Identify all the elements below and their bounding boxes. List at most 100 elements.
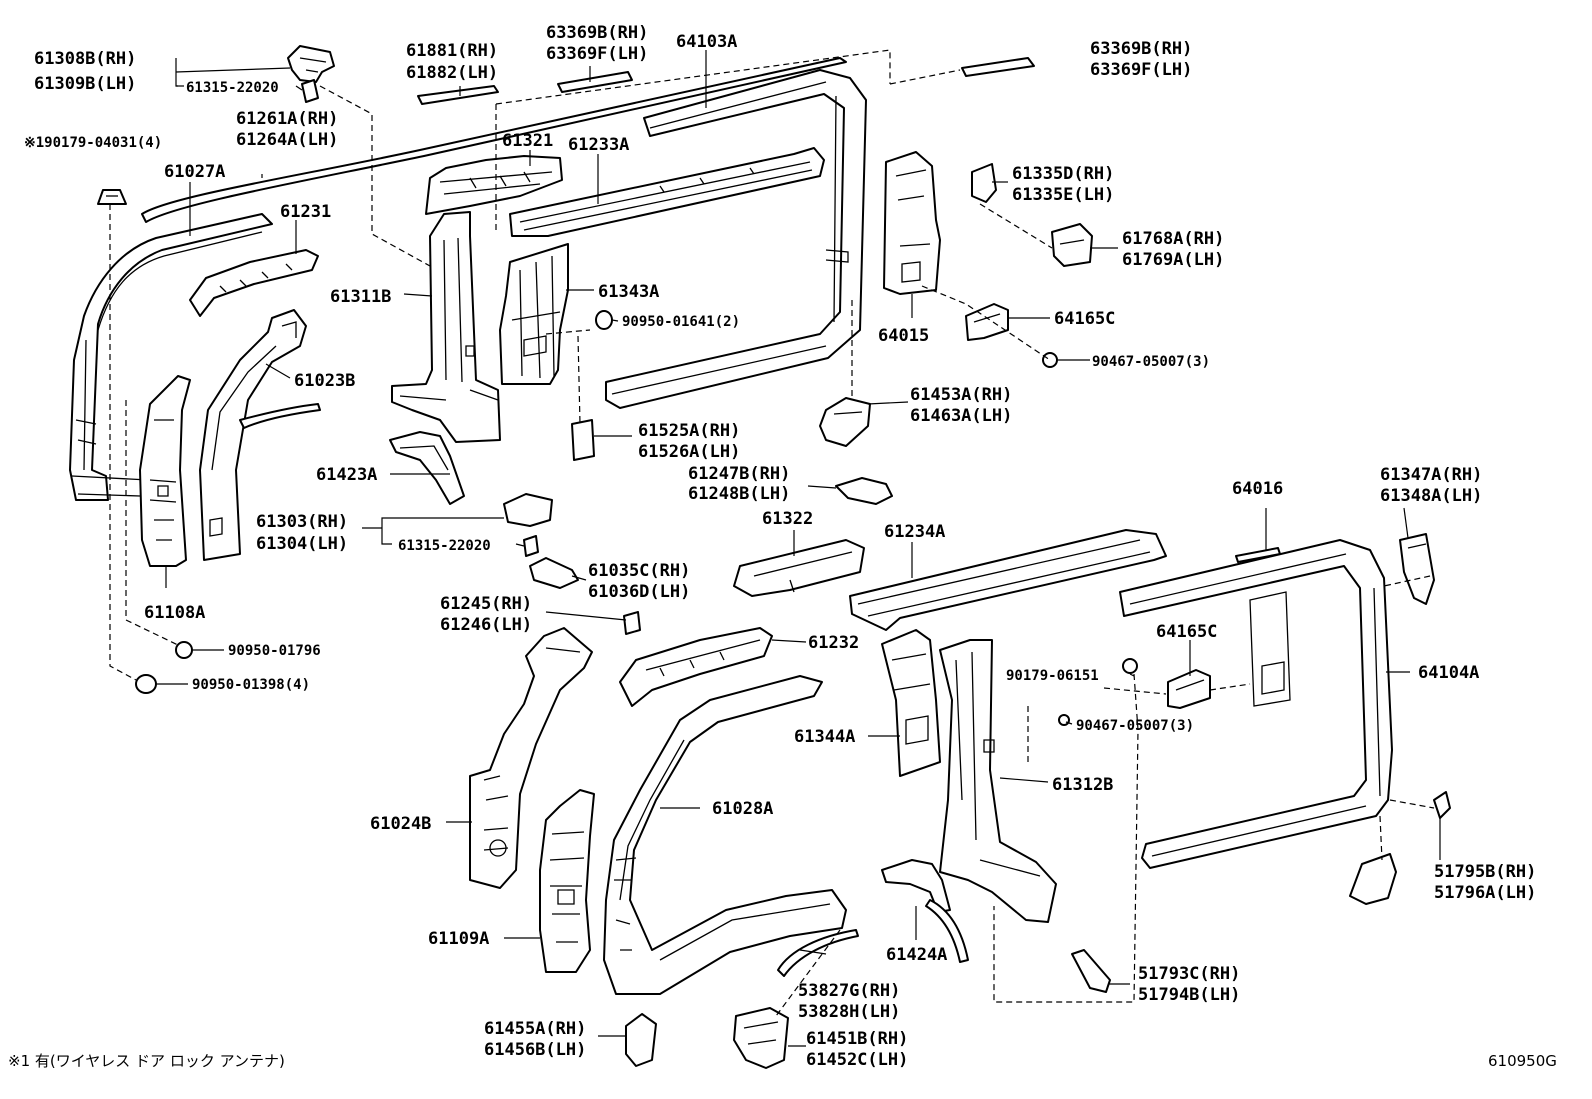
part-61261A-roof-strip (141, 57, 847, 223)
label-61233A: 61233A (568, 135, 629, 155)
label-61304-lh: 61304(LH) (256, 534, 348, 554)
part-61023B-front-pillar-inner (199, 309, 307, 561)
label-61312B: 61312B (1052, 775, 1113, 795)
label-61315-22020-2: 61315-22020 (398, 538, 491, 554)
part-53827G-arch-strip (777, 929, 859, 977)
label-61881-rh: 61881(RH) (406, 41, 498, 61)
part-61423A-wheel-housing (389, 431, 465, 505)
part-61347A-bracket (1399, 533, 1435, 605)
part-61232-reinforcement (619, 627, 773, 707)
part-63369B-strip-1 (557, 71, 633, 93)
part-61453A-bracket (819, 397, 871, 447)
label-61108A: 61108A (144, 603, 205, 623)
label-61424A: 61424A (886, 945, 947, 965)
label-190179-04031: ※190179-04031(4) (24, 135, 162, 151)
label-61882-lh: 61882(LH) (406, 63, 498, 83)
label-61027A: 61027A (164, 162, 225, 182)
label-61768A-rh: 61768A(RH) (1122, 229, 1224, 249)
label-61028A: 61028A (712, 799, 773, 819)
label-90467-05007-1: 90467-05007(3) (1092, 354, 1210, 370)
part-90179-06151-nut (1058, 714, 1070, 726)
label-90950-01641: 90950-01641(2) (622, 314, 740, 330)
diagram-code: 610950G (1488, 1052, 1557, 1070)
part-61231-reinforcement (189, 249, 319, 317)
part-61108A-lower-pillar (139, 375, 321, 567)
label-63369F-lh-2: 63369F(LH) (1090, 60, 1192, 80)
label-61231: 61231 (280, 202, 331, 222)
label-64165C-1: 64165C (1054, 309, 1115, 329)
part-61035C-bracket (529, 557, 579, 589)
part-61311B-center-pillar (391, 211, 501, 443)
part-90950-01398-plug (135, 674, 157, 694)
label-61453A-rh: 61453A(RH) (910, 385, 1012, 405)
part-64165C-bracket-2 (1167, 669, 1211, 709)
label-61109A: 61109A (428, 929, 489, 949)
part-61344A-reinforcement (881, 629, 941, 777)
part-61312B-center-pillar (939, 639, 1057, 923)
dashed-alignment-lines (109, 49, 1435, 1017)
part-64104A-door-frame (1119, 539, 1393, 869)
part-61233A-roof-rail (509, 147, 825, 237)
part-61245-clip (623, 611, 641, 635)
part-61343A-reinforcement (499, 243, 569, 385)
label-51796A-lh: 51796A(LH) (1434, 883, 1536, 903)
part-64165C-bracket-1 (965, 303, 1009, 341)
label-64015: 64015 (878, 326, 929, 346)
part-64015-pillar-panel (883, 151, 941, 295)
label-61335E-lh: 61335E(LH) (1012, 185, 1114, 205)
label-61023B: 61023B (294, 371, 355, 391)
part-61109A-lower-pillar (539, 789, 595, 973)
label-64165C-2: 64165C (1156, 622, 1217, 642)
label-61343A: 61343A (598, 282, 659, 302)
label-51795B-rh: 51795B(RH) (1434, 862, 1536, 882)
part-61303-bracket (503, 493, 553, 527)
label-61526A-lh: 61526A(LH) (638, 442, 740, 462)
label-63369B-rh-1: 63369B(RH) (546, 23, 648, 43)
label-64104A: 64104A (1418, 663, 1479, 683)
part-61321-reinforcement (425, 155, 563, 215)
part-61315-clip-2 (523, 535, 539, 557)
part-61335D-bracket (971, 163, 997, 203)
label-61245-rh: 61245(RH) (440, 594, 532, 614)
part-61881-strip (417, 85, 499, 105)
leader-lines (156, 50, 1441, 1047)
label-61308B-rh: 61308B(RH) (34, 49, 136, 69)
label-61248B-lh: 61248B(LH) (688, 484, 790, 504)
part-61525A-plate (571, 419, 595, 461)
label-61311B: 61311B (330, 287, 391, 307)
part-61455A-bracket (625, 1013, 657, 1067)
label-90467-05007-2: 90467-05007(3) (1076, 718, 1194, 734)
label-61456B-lh: 61456B(LH) (484, 1040, 586, 1060)
label-61315-22020-1: 61315-22020 (186, 80, 279, 96)
label-61024B: 61024B (370, 814, 431, 834)
label-90179-06151: 90179-06151 (1006, 668, 1099, 684)
footnote: ※1 有(ワイヤレス ドア ロック アンテナ) (8, 1052, 285, 1070)
label-90950-01398: 90950-01398(4) (192, 677, 310, 693)
label-61348A-lh: 61348A(LH) (1380, 486, 1482, 506)
label-51794B-lh: 51794B(LH) (1138, 985, 1240, 1005)
label-61246-lh: 61246(LH) (440, 615, 532, 635)
part-61308B-bracket (287, 45, 335, 83)
part-61768A-bracket (1051, 223, 1093, 267)
label-61264A-lh: 61264A(LH) (236, 130, 338, 150)
part-61028A-rear-pillar-outer (603, 675, 847, 995)
part-61315-clip-1 (301, 79, 319, 103)
part-61424A-wheel-housing (881, 859, 969, 963)
part-51793C-bracket (1071, 949, 1111, 993)
label-61232: 61232 (808, 633, 859, 653)
label-63369B-rh-2: 63369B(RH) (1090, 39, 1192, 59)
label-61423A: 61423A (316, 465, 377, 485)
label-61321: 61321 (502, 131, 553, 151)
label-61035C-rh: 61035C(RH) (588, 561, 690, 581)
part-61024B-rear-pillar-inner (469, 627, 593, 889)
label-61303-rh: 61303(RH) (256, 512, 348, 532)
label-90950-01796: 90950-01796 (228, 643, 321, 659)
label-61463A-lh: 61463A(LH) (910, 406, 1012, 426)
label-61769A-lh: 61769A(LH) (1122, 250, 1224, 270)
label-61309B-lh: 61309B(LH) (34, 74, 136, 94)
part-labels: 61308B(RH) 61309B(LH) 61315-22020 ※19017… (24, 23, 1536, 1070)
part-190179-grommet (97, 189, 127, 205)
part-90467-bolt-1 (1042, 352, 1058, 368)
part-51795B-bracket (1349, 853, 1397, 905)
